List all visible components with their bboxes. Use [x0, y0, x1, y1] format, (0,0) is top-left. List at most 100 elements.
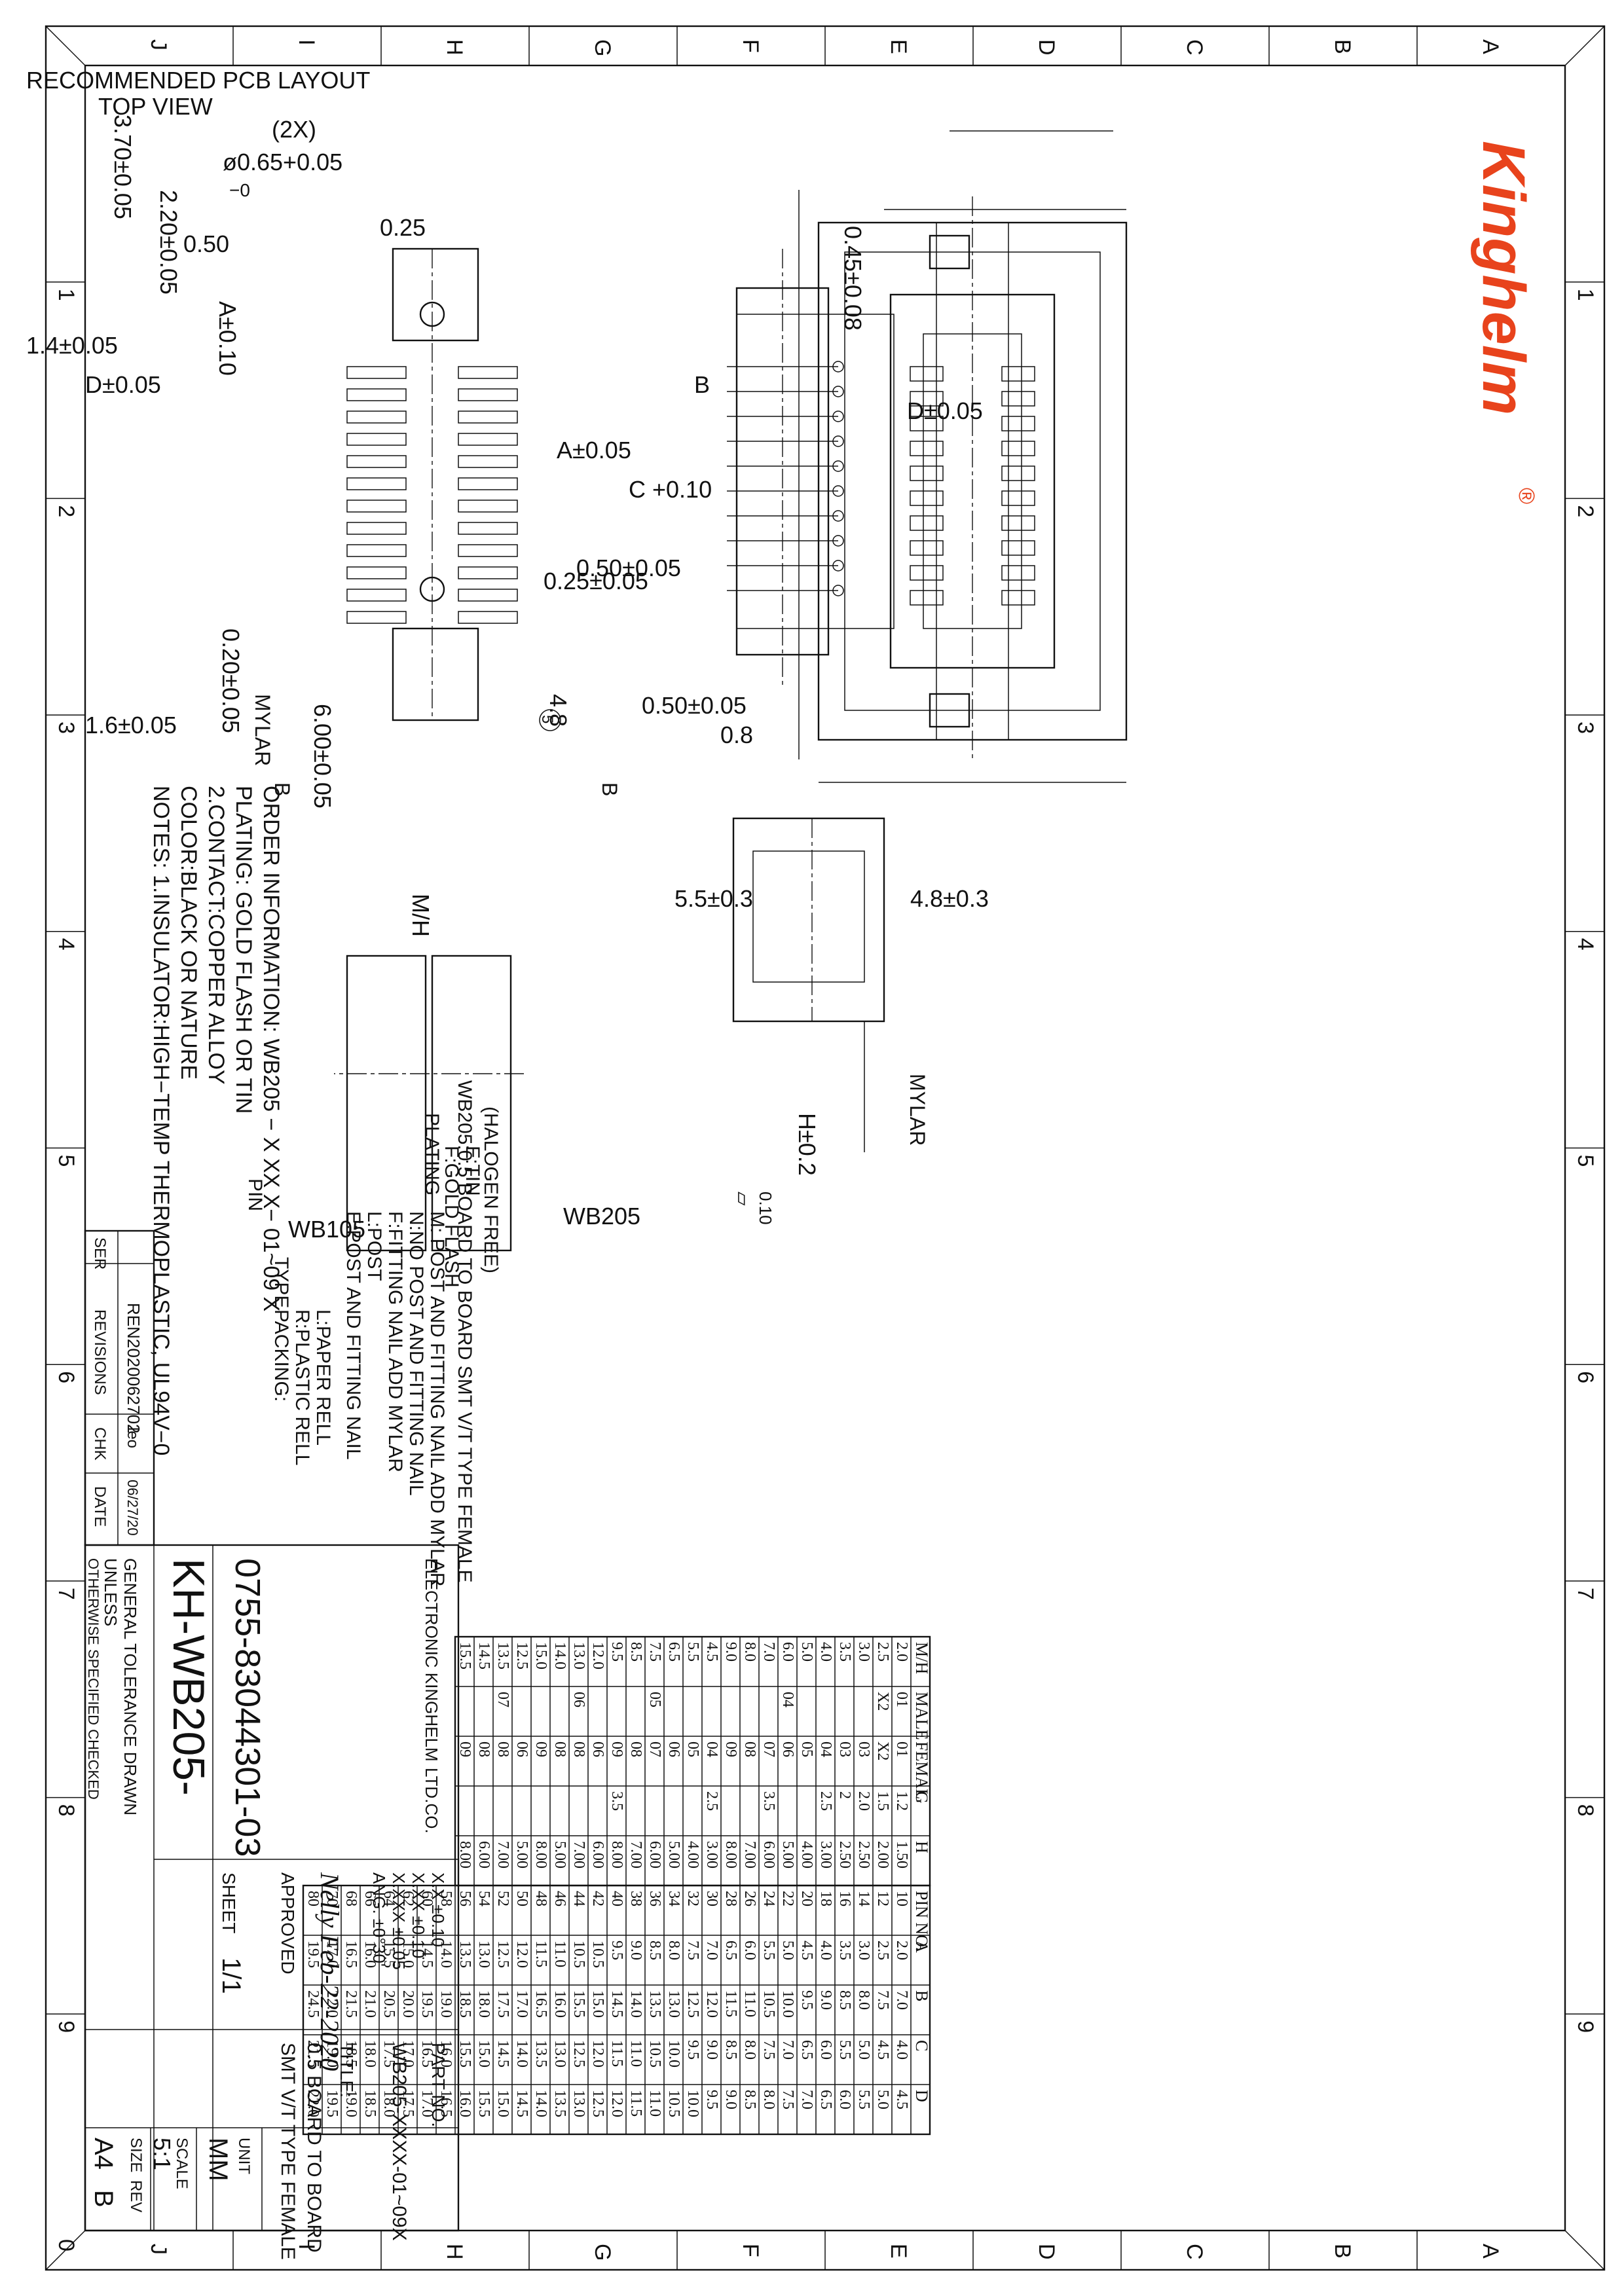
bottom-table-cell: 58	[437, 1891, 454, 1906]
title-tol-xx: X.XX ±0.10	[409, 1872, 428, 1958]
top-table-cell: 08	[570, 1741, 587, 1757]
bottom-table-cell: 8.5	[741, 2090, 758, 2109]
bottom-table-cell: 3.0	[855, 1941, 872, 1960]
section-mylar: MYLAR	[906, 1074, 929, 1146]
pcb-pad-top	[458, 433, 518, 446]
bottom-table-cell: 44	[570, 1891, 587, 1906]
top-table-cell: 6.0	[779, 1642, 796, 1662]
bottom-table-cell: 10.0	[684, 2090, 701, 2117]
zone-letter-D-right: D	[1034, 2244, 1059, 2260]
pcb-pad-bottom	[346, 500, 407, 513]
top-table-cell: 5.5	[684, 1642, 701, 1662]
zone-letter-E-right: E	[886, 2244, 911, 2259]
pcb-dim-14: 1.4±0.05	[26, 332, 118, 359]
bottom-table-cell: 15.0	[494, 2090, 511, 2117]
bottom-table-cell: 60	[418, 1891, 435, 1906]
section-dim-h: H±0.2	[794, 1113, 821, 1176]
packing-line: R:PLASTIC RELL	[291, 1309, 313, 1465]
bottom-table-cell: 6.0	[836, 2090, 853, 2109]
title-company2: LTD.CO.	[422, 1768, 441, 1834]
zone-letter-I-right: I	[294, 2244, 319, 2250]
top-table-cell: 09	[456, 1741, 473, 1757]
section-dim-55: 5.5±0.3	[674, 885, 753, 912]
bottom-table-cell: 16.0	[456, 2090, 473, 2117]
bottom-table-cell: 16.5	[437, 2090, 454, 2117]
bottom-table-cell: 52	[494, 1891, 511, 1906]
front-dim-a: A±0.10	[214, 301, 241, 376]
bottom-table-cell: 21.5	[342, 1990, 360, 2018]
bottom-table-cell: 21.5	[304, 2040, 322, 2068]
zone-number-7-top: 7	[1573, 1588, 1598, 1600]
bottom-table-cell: 26	[741, 1891, 758, 1906]
bottom-table-cell: 68	[342, 1891, 360, 1906]
section-view	[732, 817, 885, 1152]
pcb-pad-bottom	[346, 544, 407, 557]
pcb-pad-top	[458, 388, 518, 401]
bottom-table-cell: 14.5	[608, 1990, 625, 2018]
pcb-pad-top	[458, 522, 518, 535]
zone-letter-C-right: C	[1182, 2244, 1207, 2260]
front-pin-bottom	[910, 490, 944, 506]
bottom-table-cell: 21.0	[361, 1990, 378, 2018]
top-table-cell: 2.50	[855, 1841, 872, 1868]
bottom-table-cell: 10.0	[779, 1990, 796, 2018]
side-pin-head	[832, 361, 844, 373]
top-table-cell: 14.5	[475, 1642, 492, 1669]
pcb-pad-bottom	[346, 433, 407, 446]
top-table-cell: 06	[779, 1741, 796, 1757]
top-table-cell: 8.5	[627, 1642, 644, 1662]
top-table-cell: 13.0	[570, 1642, 587, 1669]
title-size-label: SIZE	[127, 2138, 145, 2172]
bottom-table-cell: 16.5	[532, 1990, 549, 2018]
pcb-pad-bottom	[346, 477, 407, 490]
top-table-cell: 6.00	[475, 1841, 492, 1868]
top-table-cell: 2	[836, 1791, 853, 1799]
type-line: E:POST AND FITTING NAIL	[342, 1211, 364, 1460]
bottom-table-cell: 32	[684, 1891, 701, 1906]
top-table-cell: 9.0	[722, 1642, 739, 1662]
title-part-no: WB205-XXXX-01~09X	[388, 2043, 410, 2241]
front-mylar: MYLAR	[251, 694, 274, 766]
bottom-table-cell: 16.0	[361, 1941, 378, 1968]
bottom-table-cell: 20	[798, 1891, 815, 1906]
section-flatness-symbol: ⏥	[733, 1192, 753, 1206]
bottom-table-cell: 11.5	[627, 2090, 644, 2117]
bottom-table-cell: 19.5	[418, 1990, 435, 2018]
side-pin-head	[832, 410, 844, 422]
bottom-table-cell: 14	[855, 1891, 872, 1906]
bottom-table-cell: 4.5	[874, 2040, 891, 2060]
pcb-pad-bottom	[346, 522, 407, 535]
top-table-cell: 03	[836, 1741, 853, 1757]
zone-letter-A-right: A	[1478, 2244, 1503, 2259]
zone-letter-C-left: C	[1182, 39, 1207, 56]
halogen-line: (HALOGEN FREE)	[480, 1106, 502, 1273]
bottom-table-header: C	[912, 2040, 931, 2051]
top-table-cell: 13.5	[494, 1642, 511, 1669]
bottom-table-cell: 12.5	[570, 2040, 587, 2068]
revision-ser-label: SER	[91, 1237, 109, 1269]
pcb-pad-bottom	[346, 589, 407, 602]
top-table-cell: 5.00	[513, 1841, 530, 1868]
bottom-table-cell: 6.5	[798, 2040, 815, 2060]
plating-title: PLATING	[421, 1113, 443, 1195]
pcb-pad-bottom	[346, 388, 407, 401]
bottom-table-cell: 7.0	[703, 1941, 720, 1960]
bottom-table-cell: 4.5	[798, 1941, 815, 1960]
side-pin-head	[832, 485, 844, 497]
title-part-number-big: KH-WB205-	[164, 1558, 213, 1796]
bottom-table-cell: 38	[627, 1891, 644, 1906]
side-pin-head	[832, 560, 844, 572]
zone-number-4-bottom: 4	[54, 938, 79, 951]
bottom-table-header: D	[912, 2090, 931, 2102]
pin-label: PIN	[244, 1178, 266, 1211]
pcb-dim-hole: ø0.65+0.05	[223, 149, 342, 175]
bottom-table-cell: 24.5	[304, 1990, 322, 2018]
front-pin-top	[1001, 590, 1035, 606]
pcb-dim-370: 3.70±0.05	[109, 115, 136, 219]
top-table-cell: 03	[855, 1741, 872, 1757]
zone-letter-I-left: I	[294, 39, 319, 45]
pcb-dim-a: A±0.05	[557, 437, 631, 464]
front-pin-bottom	[910, 465, 944, 481]
title-general: GENERAL TOLERANCE DRAWN	[120, 1558, 140, 1815]
bottom-table-cell: 13.5	[551, 2090, 568, 2117]
